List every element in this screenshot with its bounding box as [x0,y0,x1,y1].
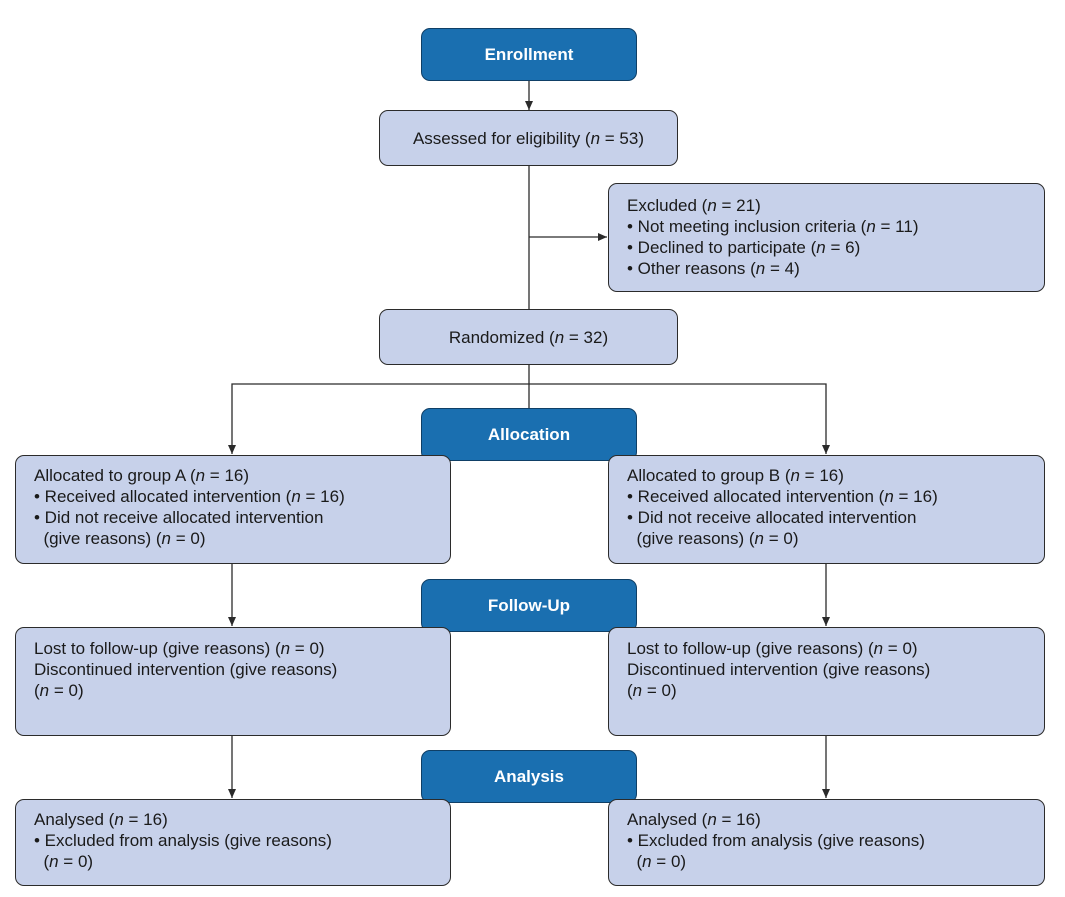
stage-follow-up: Follow-Up [421,579,637,632]
group-a-analysis-box: Analysed (n = 16) • Excluded from analys… [15,799,451,886]
arrow-randomized-to-group-a [228,383,529,454]
arrow-randomized-to-group-b [529,383,830,454]
group-a-analysed: Analysed (n = 16) [34,810,168,829]
group-b-not-received-reasons: (give reasons) (n = 0) [627,529,799,548]
group-b-allocation-title: Allocated to group B (n = 16) [627,466,844,485]
group-a-discontinued-count: (n = 0) [34,681,84,700]
stage-enrollment: Enrollment [421,28,637,81]
group-a-not-received-reasons: (give reasons) (n = 0) [34,529,206,548]
group-b-not-received: • Did not receive allocated intervention [627,508,917,527]
group-a-received: • Received allocated intervention (n = 1… [34,487,345,506]
excluded-item: • Declined to participate (n = 6) [627,238,861,257]
group-a-excluded-analysis: • Excluded from analysis (give reasons) [34,831,332,850]
group-b-discontinued-count: (n = 0) [627,681,677,700]
stage-allocation: Allocation [421,408,637,461]
assessed-text: Assessed for eligibility (n = 53) [412,128,645,148]
group-a-allocation-title: Allocated to group A (n = 16) [34,466,250,485]
assessed-box: Assessed for eligibility (n = 53) [379,110,678,166]
group-a-follow-up-box: Lost to follow-up (give reasons) (n = 0)… [15,627,451,736]
group-b-discontinued: Discontinued intervention (give reasons) [627,660,931,679]
group-b-excluded-analysis-count: (n = 0) [627,852,687,871]
group-b-analysed: Analysed (n = 16) [627,810,761,829]
group-a-excluded-analysis-count: (n = 0) [34,852,94,871]
excluded-box: Excluded (n = 21) • Not meeting inclusio… [608,183,1045,292]
stage-analysis: Analysis [421,750,637,803]
group-b-analysis-box: Analysed (n = 16) • Excluded from analys… [608,799,1045,886]
excluded-item: • Not meeting inclusion criteria (n = 11… [627,217,919,236]
randomized-text: Randomized (n = 32) [448,327,609,347]
excluded-title: Excluded (n = 21) [627,196,761,215]
group-a-not-received: • Did not receive allocated intervention [34,508,324,527]
group-a-allocation-box: Allocated to group A (n = 16) • Received… [15,455,451,564]
group-b-lost: Lost to follow-up (give reasons) (n = 0) [627,639,918,658]
group-b-excluded-analysis: • Excluded from analysis (give reasons) [627,831,925,850]
group-b-received: • Received allocated intervention (n = 1… [627,487,938,506]
excluded-item: • Other reasons (n = 4) [627,259,800,278]
group-b-follow-up-box: Lost to follow-up (give reasons) (n = 0)… [608,627,1045,736]
group-b-allocation-box: Allocated to group B (n = 16) • Received… [608,455,1045,564]
group-a-discontinued: Discontinued intervention (give reasons) [34,660,338,679]
group-a-lost: Lost to follow-up (give reasons) (n = 0) [34,639,325,658]
randomized-box: Randomized (n = 32) [379,309,678,365]
